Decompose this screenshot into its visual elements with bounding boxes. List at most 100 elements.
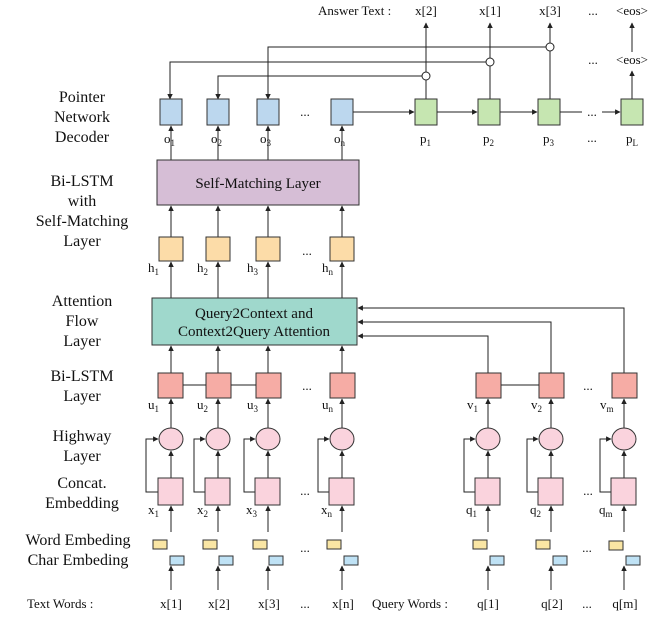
p1-sub: 1 (427, 138, 432, 148)
svg-text:un: un (322, 397, 334, 414)
u1-base: u (148, 397, 155, 412)
char-emb-3 (268, 555, 284, 566)
highway-node-2 (205, 427, 231, 451)
concat-q-cell-m (610, 477, 637, 506)
v1-base: v (467, 397, 474, 412)
highway-node-1 (158, 427, 184, 451)
decoder-label-dots: ... (587, 130, 597, 145)
hidden-h-cell-1 (158, 236, 184, 262)
pointer-junction-2 (485, 57, 495, 67)
svg-text:on: on (334, 131, 346, 148)
concat-x-cell-1 (157, 477, 184, 506)
p3-sub: 3 (550, 138, 555, 148)
eos-dots: ... (588, 52, 598, 67)
attention-box (151, 297, 358, 346)
selfmatch-label-4: Layer (63, 233, 101, 250)
decoder-label-3: Decoder (55, 129, 110, 146)
decoder-labels: o1 o2 o3 on p1 p2 p3 pL ... (164, 130, 638, 148)
hidden-h-cell-3 (255, 236, 281, 262)
bilstm-label-1: Bi-LSTM (50, 368, 113, 385)
decoder-o-cell-3 (256, 98, 280, 126)
hn-sub: n (329, 267, 334, 277)
text-words: Text Words : x[1] x[2] x[3] ... x[n] (27, 596, 354, 611)
query-word-dots: ... (582, 596, 592, 611)
eos-label: <eos> (616, 52, 648, 67)
vm-sub: m (607, 404, 614, 414)
embed-x-dots: ... (300, 540, 310, 555)
char-emb-qm (625, 555, 641, 566)
svg-text:o1: o1 (164, 131, 175, 148)
answer-label: Answer Text : (318, 3, 391, 18)
u2-sub: 2 (204, 404, 209, 414)
concat-q-cell-2 (537, 477, 564, 506)
bilstm-u-cell-2 (205, 372, 232, 399)
svg-text:u2: u2 (197, 397, 208, 414)
svg-text:o3: o3 (260, 131, 272, 148)
q2-sub: 2 (537, 509, 542, 519)
svg-text:v2: v2 (531, 397, 542, 414)
svg-text:u3: u3 (247, 397, 259, 414)
decoder-p-cell-3 (537, 98, 561, 126)
concat-row: ... ... (157, 477, 637, 506)
selfmatch-label-1: Bi-LSTM (50, 173, 113, 190)
hidden-dots: ... (302, 243, 312, 258)
word-emb-n (326, 539, 342, 550)
answer-token-3: x[3] (539, 3, 561, 18)
bilstm-label-2: Layer (63, 388, 101, 405)
concat-q-dots: ... (583, 483, 593, 498)
h1-sub: 1 (155, 267, 160, 277)
char-emb-2 (218, 555, 234, 566)
p3-base: p (543, 131, 550, 146)
bilstm-v-cell-2 (538, 372, 565, 399)
concat-label-1: Concat. (57, 475, 106, 492)
embed-label-1: Word Embeding (26, 532, 131, 549)
word-emb-2 (202, 539, 218, 550)
u3-sub: 3 (254, 404, 259, 414)
svg-text:p2: p2 (483, 131, 494, 148)
embed-label-2: Char Embeding (28, 552, 129, 569)
answer-token-1: x[2] (415, 3, 437, 18)
text-word-3: x[3] (258, 596, 280, 611)
decoder-p-cell-2 (477, 98, 501, 126)
attention-label-2: Flow (66, 313, 99, 330)
vm-base: v (600, 397, 607, 412)
svg-text:qm: qm (599, 502, 613, 519)
bilstm-v-cell-1 (475, 372, 502, 399)
query-words-label: Query Words : (372, 596, 448, 611)
highway-node-qm (611, 427, 637, 451)
text-word-n: x[n] (332, 596, 354, 611)
x1-base: x (148, 502, 155, 517)
word-emb-1 (152, 539, 168, 550)
hidden-h-cell-n (329, 236, 355, 262)
bilstm-u-cell-n (329, 372, 356, 399)
decoder-o-cell-2 (206, 98, 230, 126)
svg-text:h1: h1 (148, 260, 159, 277)
v1-sub: 1 (474, 404, 479, 414)
svg-text:p1: p1 (420, 131, 431, 148)
decoder-p-dots: ... (587, 104, 597, 119)
svg-text:vm: vm (600, 397, 614, 414)
attention-label-1: Attention (52, 293, 112, 310)
on-base: o (334, 131, 341, 146)
svg-text:x1: x1 (148, 502, 159, 519)
q1-base: q (466, 502, 473, 517)
text-word-2: x[2] (208, 596, 230, 611)
text-words-label: Text Words : (27, 596, 93, 611)
char-emb-1 (169, 555, 185, 566)
svg-text:x3: x3 (246, 502, 258, 519)
bilstm-v-dots: ... (583, 378, 593, 393)
hidden-row: ... h1 h2 h3 hn (148, 236, 355, 277)
svg-text:x2: x2 (197, 502, 208, 519)
concat-label-2: Embedding (45, 495, 119, 512)
o3-sub: 3 (267, 138, 272, 148)
qm-base: q (599, 502, 606, 517)
word-emb-3 (252, 539, 268, 550)
decoder-o-cell-1 (159, 98, 183, 126)
svg-text:v1: v1 (467, 397, 478, 414)
decoder-o-cell-n (330, 98, 354, 126)
selfmatch-label-2: with (68, 193, 96, 210)
query-word-2: q[2] (541, 596, 563, 611)
hn-base: h (322, 260, 329, 275)
svg-text:hn: hn (322, 260, 334, 277)
pL-sub: L (633, 138, 639, 148)
